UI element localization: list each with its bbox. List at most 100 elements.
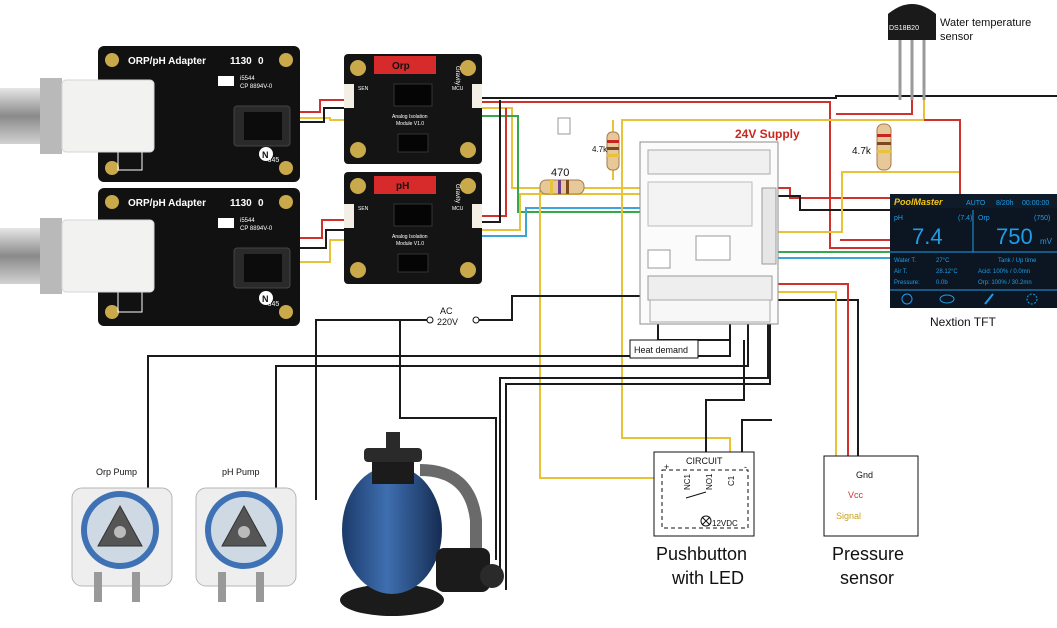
wire-yellow — [300, 117, 348, 121]
pool-icon[interactable] — [939, 294, 955, 304]
wire-black — [760, 195, 890, 211]
tft-row-left: Air T. — [894, 269, 908, 275]
tft-row-mid: 28.12°C — [936, 269, 958, 275]
isolator-board — [344, 54, 482, 164]
tft-row-left: Pressure: — [894, 280, 920, 286]
nextion-tft: PoolMaster AUTO 8/20h 00:00:00 pH (7.4) … — [890, 194, 1057, 308]
pin-label: NC1 — [683, 473, 692, 490]
mount-hole — [350, 262, 366, 278]
tft-orp-value: 750 — [996, 224, 1033, 249]
sensor-label: Water temperature — [940, 17, 1031, 29]
resistor-label: 470 — [551, 167, 569, 179]
gear-icon[interactable] — [1026, 293, 1038, 305]
ac-terminal — [426, 316, 434, 324]
wire-yellow — [760, 171, 960, 233]
ac-label: AC — [440, 306, 453, 316]
vdc-label: 12VDC — [712, 519, 738, 528]
mount-hole — [105, 53, 119, 67]
adapter-title: ORP/pH Adapter — [128, 56, 206, 67]
mount-hole — [350, 60, 366, 76]
pressure-sensor-box — [823, 455, 919, 537]
mount-hole — [350, 142, 366, 158]
resistor-4k7-right — [876, 123, 892, 171]
tft-ph-target: (7.4) — [958, 215, 972, 222]
wrench-icon[interactable] — [984, 293, 994, 305]
pin-label: - — [744, 462, 747, 472]
mount-hole — [105, 305, 119, 319]
isolator-board — [344, 172, 482, 284]
tft-brand: PoolMaster — [894, 197, 943, 207]
sensor-chip-label: DS18B20 — [889, 25, 919, 32]
wire-black — [275, 300, 749, 488]
tft-date: 8/20h — [996, 200, 1014, 207]
ph-pump-label: pH Pump — [222, 467, 260, 477]
signal-label: Signal — [836, 511, 861, 521]
adapter-marks: i5544 — [240, 218, 255, 224]
heat-demand-label: Heat demand — [634, 345, 688, 355]
isolator-brand: Gravity — [454, 184, 460, 203]
pressure-caption: Pressure — [832, 544, 904, 564]
ph-pump — [195, 487, 297, 602]
orp-pump-label: Orp Pump — [96, 467, 137, 477]
sand-filter — [340, 432, 504, 616]
wire-black — [300, 229, 348, 249]
sen-label: SEN — [358, 86, 369, 92]
isolator-brand: Gravity — [454, 66, 460, 85]
mount-hole — [460, 142, 476, 158]
wire-red — [300, 219, 348, 239]
mcu-label: MCU — [452, 86, 464, 92]
isolator-line1: Analog Isolation — [392, 114, 428, 120]
adapter-part: CP 8894V-0 — [240, 84, 273, 90]
tft-caption: Nextion TFT — [930, 315, 996, 329]
adapter-badge: N — [262, 150, 269, 160]
tft-row-mid: 0.0b — [936, 280, 948, 286]
supply-label: 24V Supply — [735, 127, 800, 141]
tft-row-right: Orp: 100% / 30.2mn — [978, 280, 1032, 286]
isolator-line2: Module V1.0 — [396, 241, 424, 247]
power-icon[interactable] — [901, 293, 913, 305]
adapter-part: CP 8894V-0 — [240, 226, 273, 232]
wire-black — [478, 100, 501, 223]
adapter-marks: i5544 — [240, 76, 255, 82]
wire-black — [478, 95, 1057, 99]
mount-hole — [460, 178, 476, 194]
adapter-title: ORP/pH Adapter — [128, 198, 206, 209]
ac-terminal — [472, 316, 480, 324]
pin-label: C1 — [727, 475, 736, 486]
mount-hole — [460, 60, 476, 76]
ac-label: 220V — [437, 317, 458, 327]
isolator-line1: Analog Isolation — [392, 234, 428, 240]
resistor-4k7-left — [606, 131, 620, 171]
tft-row-left: Water T. — [894, 258, 916, 264]
mount-hole — [350, 178, 366, 194]
tft-ph-value: 7.4 — [912, 224, 943, 249]
mount-hole — [105, 161, 119, 175]
mount-hole — [279, 161, 293, 175]
wire-black — [505, 300, 771, 590]
temperature-sensor: DS18B20 — [888, 4, 936, 100]
bnc-probe-orp — [0, 78, 155, 154]
pushbutton-caption: Pushbutton — [656, 544, 747, 564]
adapter-number: 1130 — [230, 198, 252, 209]
wire-yellow — [300, 239, 348, 263]
wire-black — [705, 340, 745, 452]
isolator-tag: pH — [396, 181, 409, 192]
mount-hole — [279, 195, 293, 209]
adapter-badge: N — [262, 294, 269, 304]
tft-time: 00:00:00 — [1022, 200, 1049, 207]
wire-yellow — [760, 291, 837, 512]
tft-row-mid: 27°C — [936, 258, 950, 264]
wire-red — [924, 119, 961, 200]
tft-orp-label: Orp — [978, 215, 990, 222]
mount-hole — [279, 53, 293, 67]
wire-black — [499, 300, 769, 582]
bnc-probe-ph — [0, 218, 155, 294]
wire-black — [147, 300, 731, 488]
isolator-tag: Orp — [392, 61, 410, 72]
mcu-label: MCU — [452, 206, 464, 212]
isolator-ph: pH Gravity SEN MCU Analog Isolation Modu… — [344, 172, 482, 284]
adapter-version: 0 — [258, 198, 264, 209]
vcc-label: Vcc — [848, 490, 864, 500]
wire-red — [478, 108, 507, 217]
